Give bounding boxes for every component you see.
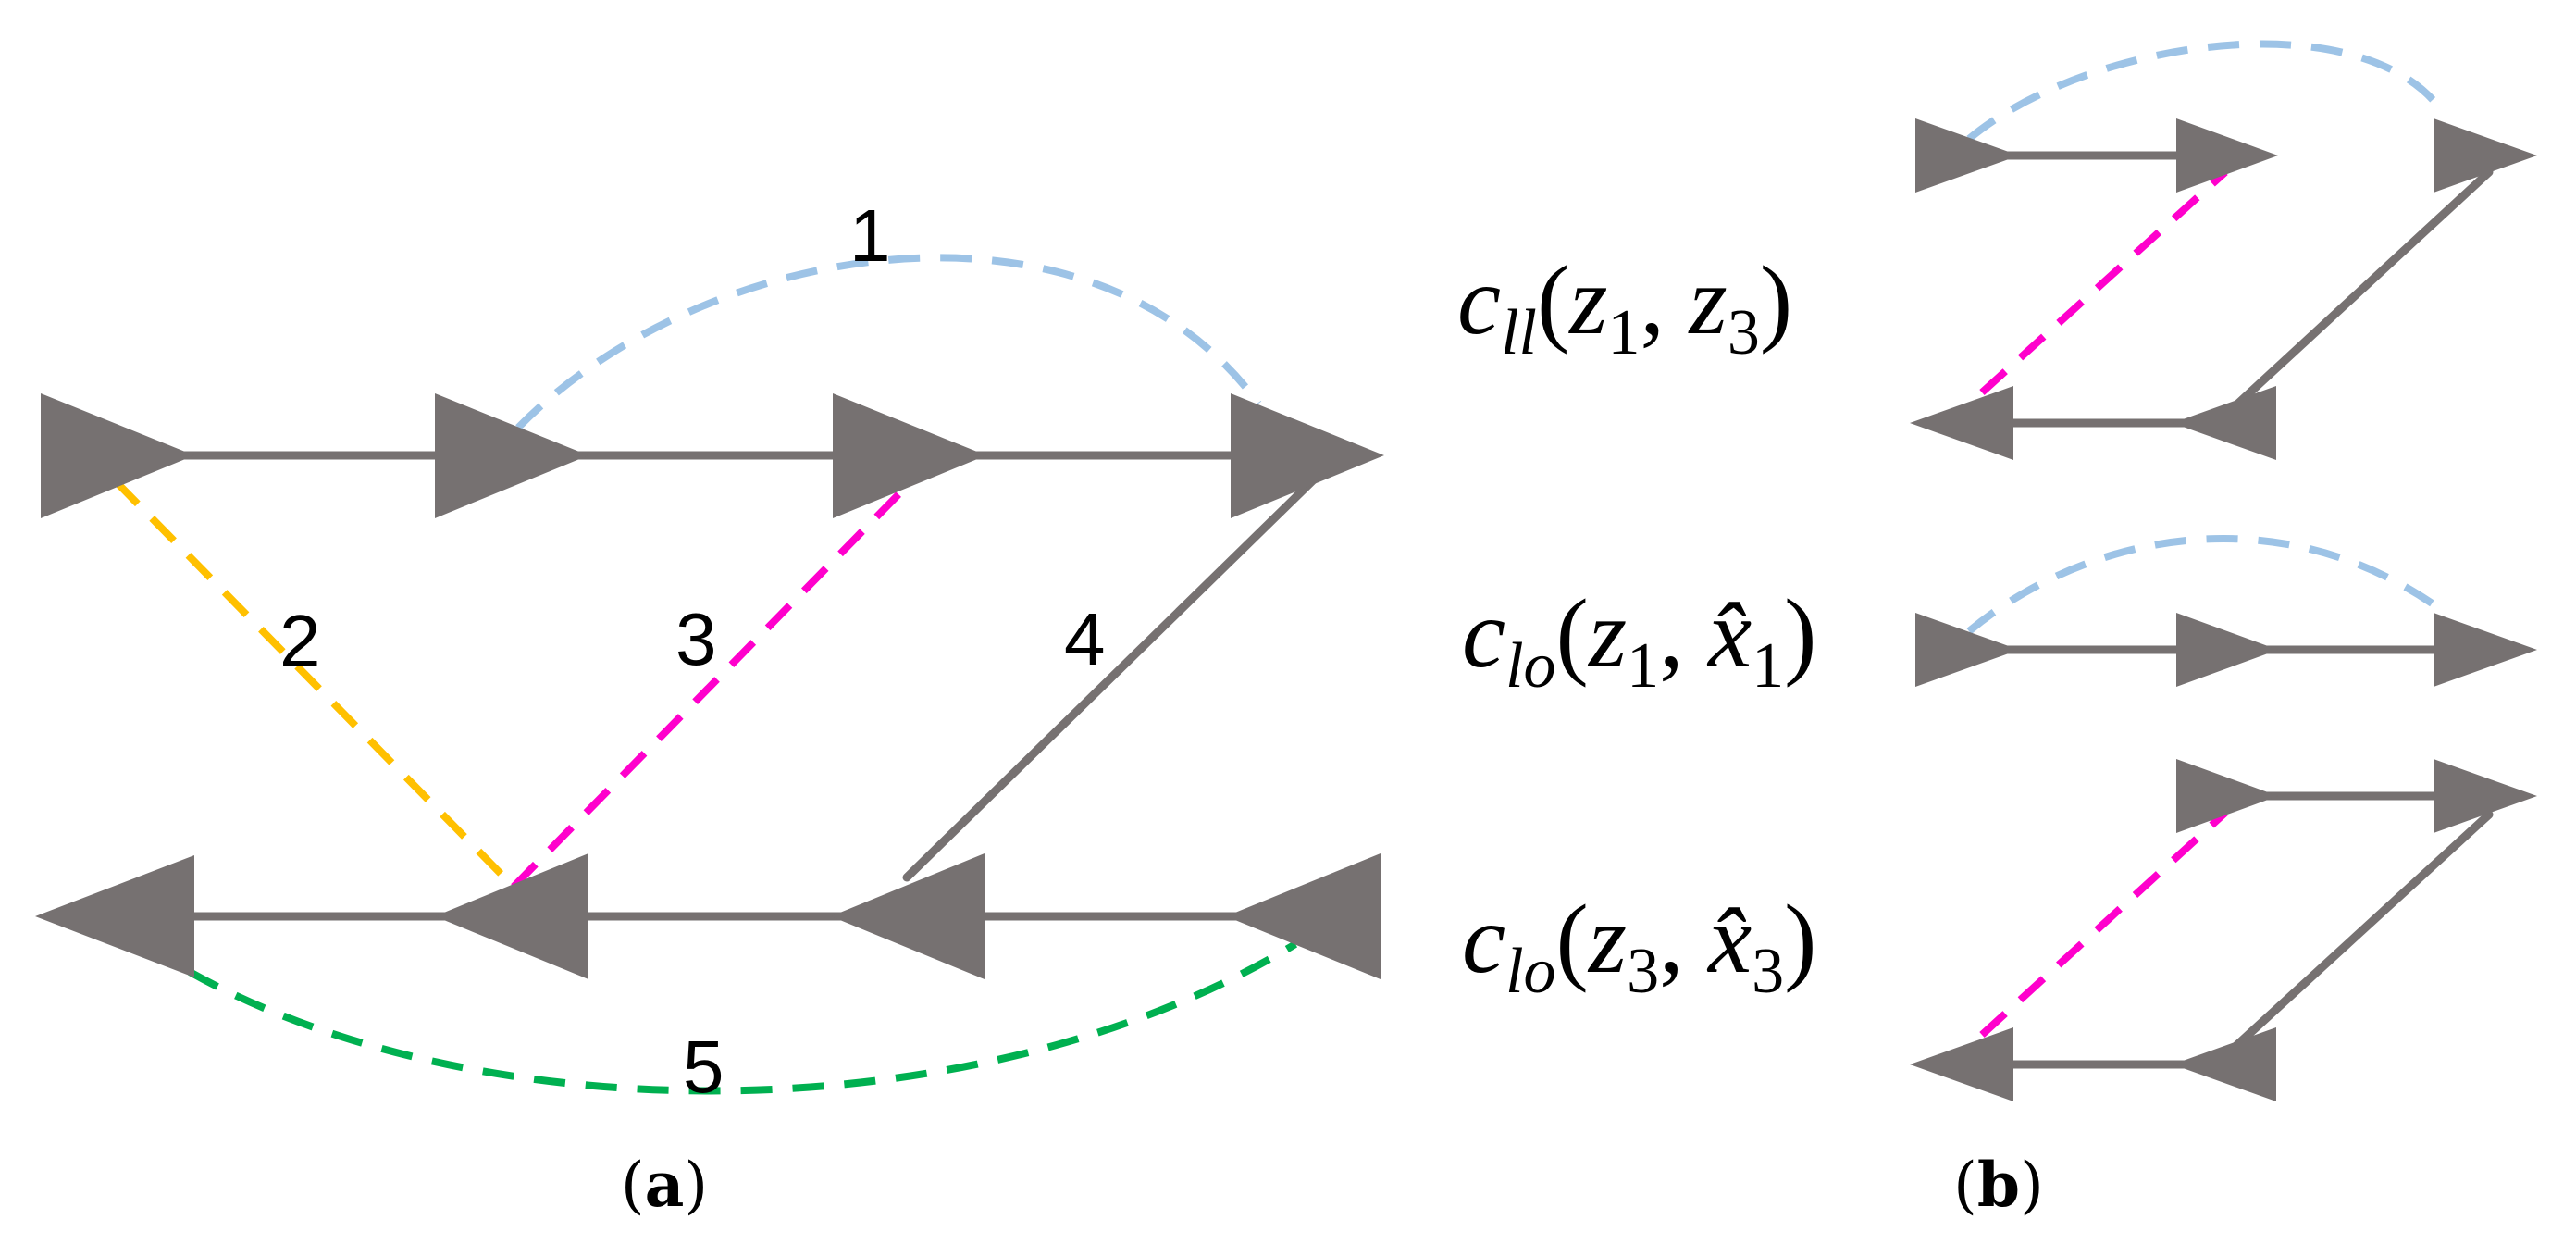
- formula-1-arg-b: z: [1688, 246, 1728, 355]
- formula-row-1: cll(z1, z3): [1457, 246, 1792, 368]
- formula-2-arg-b: x̂: [1706, 579, 1752, 688]
- panel-a-caption-close: ): [684, 1150, 708, 1221]
- formula-2-arg-a-sub: 1: [1627, 630, 1659, 702]
- node-bottom-1: [35, 855, 194, 977]
- node-top-3: [833, 393, 986, 518]
- formula-row-2: clo(z1, x̂1): [1462, 579, 1816, 702]
- mini-1-node-top-3: [2434, 118, 2537, 193]
- formula-3-arg-a: z: [1587, 885, 1627, 993]
- mini-2-node-3: [2434, 613, 2537, 687]
- formula-3-comma: ,: [1659, 885, 1708, 993]
- formula-2-close: ): [1784, 579, 1816, 688]
- panel-a: 1 2 3 4 5 (a): [35, 194, 1384, 1221]
- mini-3-node-top-2: [2434, 759, 2537, 833]
- formula-2-fn-sub: lo: [1505, 630, 1555, 702]
- formula-row-3: clo(z3, x̂3): [1462, 885, 1816, 1007]
- mini-1-node-bottom-1: [1910, 386, 2013, 460]
- node-top-1: [41, 393, 194, 518]
- formula-3-arg-b-sub: 3: [1752, 936, 1784, 1007]
- formula-2-fn: c: [1462, 579, 1505, 688]
- panel-b-caption: (b): [1953, 1149, 2044, 1221]
- formula-1-close: ): [1760, 246, 1792, 355]
- mini-1-node-top-1: [1915, 118, 2019, 193]
- link-5-label: 5: [683, 1026, 724, 1108]
- formula-1-arg-a: z: [1567, 246, 1607, 355]
- formula-2-arg-b-sub: 1: [1752, 630, 1784, 702]
- link-5-arc: [188, 940, 1298, 1095]
- node-top-2: [435, 393, 588, 518]
- node-bottom-2: [435, 853, 588, 979]
- mini-diagram-2: [1915, 535, 2537, 687]
- link-2-label: 2: [279, 600, 321, 682]
- formula-3-fn: c: [1462, 885, 1505, 993]
- link-3-line: [511, 479, 914, 889]
- panel-a-caption-letter: a: [645, 1149, 685, 1221]
- link-4-line: [902, 475, 1319, 882]
- formula-3-arg-b: x̂: [1706, 885, 1752, 993]
- mini-1-node-top-2: [2176, 118, 2278, 193]
- mini-1-link-3-line: [1979, 169, 2228, 395]
- formula-1-arg-b-sub: 3: [1728, 297, 1760, 368]
- formula-3-open: (: [1556, 885, 1589, 993]
- formula-1-arg-a-sub: 1: [1608, 297, 1641, 368]
- mini-3-link-4: [2225, 810, 2494, 1056]
- panel-a-caption-open: (: [621, 1150, 645, 1221]
- formula-2-comma: ,: [1659, 579, 1708, 688]
- mini-1-link-1-arc: [1966, 40, 2448, 143]
- panel-a-caption: (a): [621, 1149, 708, 1221]
- formula-2-arg-a: z: [1587, 579, 1627, 688]
- formula-1-fn: c: [1457, 246, 1501, 355]
- formula-1-open: (: [1537, 246, 1569, 355]
- formula-2-open: (: [1556, 579, 1589, 688]
- panel-b-caption-close: ): [2020, 1150, 2044, 1221]
- panel-b-caption-open: (: [1953, 1150, 1977, 1221]
- mini-3-link-3-line: [1979, 810, 2228, 1038]
- mini-1-node-bottom-2: [2173, 386, 2276, 460]
- formula-3-fn-sub: lo: [1505, 936, 1555, 1007]
- mini-2-node-2: [2176, 613, 2278, 687]
- panel-b-caption-letter: b: [1977, 1149, 2020, 1221]
- formula-3-close: ): [1784, 885, 1816, 993]
- mini-diagram-3: [1910, 759, 2537, 1101]
- mini-3-node-bottom-1: [1910, 1027, 2013, 1101]
- mini-2-link-1-arc: [1966, 535, 2446, 635]
- link-4-label: 4: [1064, 598, 1106, 680]
- node-bottom-3: [831, 853, 985, 979]
- link-1-arc: [515, 254, 1262, 430]
- formula-1-fn-sub: ll: [1501, 297, 1537, 368]
- node-top-4: [1231, 393, 1384, 518]
- mini-2-node-1: [1915, 613, 2019, 687]
- link-3-label: 3: [675, 598, 717, 680]
- node-bottom-4: [1226, 853, 1381, 979]
- link-2-line: [113, 479, 516, 889]
- formula-1-comma: ,: [1641, 246, 1690, 355]
- mini-1-link-4: [2225, 168, 2494, 416]
- link-1-label: 1: [849, 194, 891, 277]
- mini-diagram-1: [1910, 40, 2537, 460]
- mini-3-node-bottom-2: [2173, 1027, 2276, 1101]
- panel-b: cll(z1, z3) clo(z1, x̂1) clo(z3, x̂3): [1457, 40, 2537, 1221]
- formula-3-arg-a-sub: 3: [1627, 936, 1659, 1007]
- mini-3-node-top-1: [2176, 759, 2278, 833]
